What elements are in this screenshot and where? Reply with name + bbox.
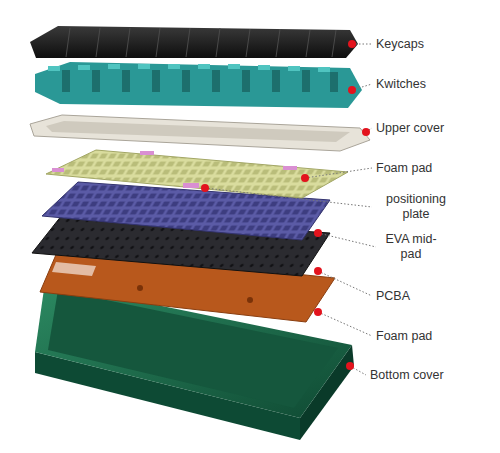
board-hole bbox=[137, 285, 143, 291]
keycap-seams bbox=[66, 28, 336, 57]
keycaps bbox=[30, 26, 358, 58]
part-label: PCBA bbox=[376, 289, 486, 304]
foam-pad bbox=[46, 150, 348, 198]
board-notch bbox=[52, 262, 96, 276]
part-label: positioning plate bbox=[376, 192, 456, 222]
foam-tab bbox=[283, 166, 297, 170]
leader-lines bbox=[205, 44, 376, 375]
upper-cover-opening bbox=[46, 121, 350, 142]
switches bbox=[35, 62, 362, 108]
switch-stems bbox=[62, 70, 338, 92]
upper-cover bbox=[30, 115, 370, 151]
part-label: Kwitches bbox=[376, 77, 486, 92]
foam-tab bbox=[52, 168, 64, 172]
foam-tab bbox=[183, 183, 199, 188]
part-label: Bottom cover bbox=[370, 368, 490, 383]
switch-tops bbox=[48, 64, 330, 72]
part-label: Foam pad bbox=[376, 161, 486, 176]
part-label: Upper cover bbox=[376, 121, 486, 136]
callout-dots bbox=[201, 40, 370, 370]
part-label: Foam pad bbox=[376, 329, 486, 344]
board-hole bbox=[247, 297, 253, 303]
foam-tab bbox=[140, 151, 154, 155]
part-label: EVA mid-pad bbox=[380, 232, 442, 262]
part-label: Keycaps bbox=[376, 37, 486, 52]
